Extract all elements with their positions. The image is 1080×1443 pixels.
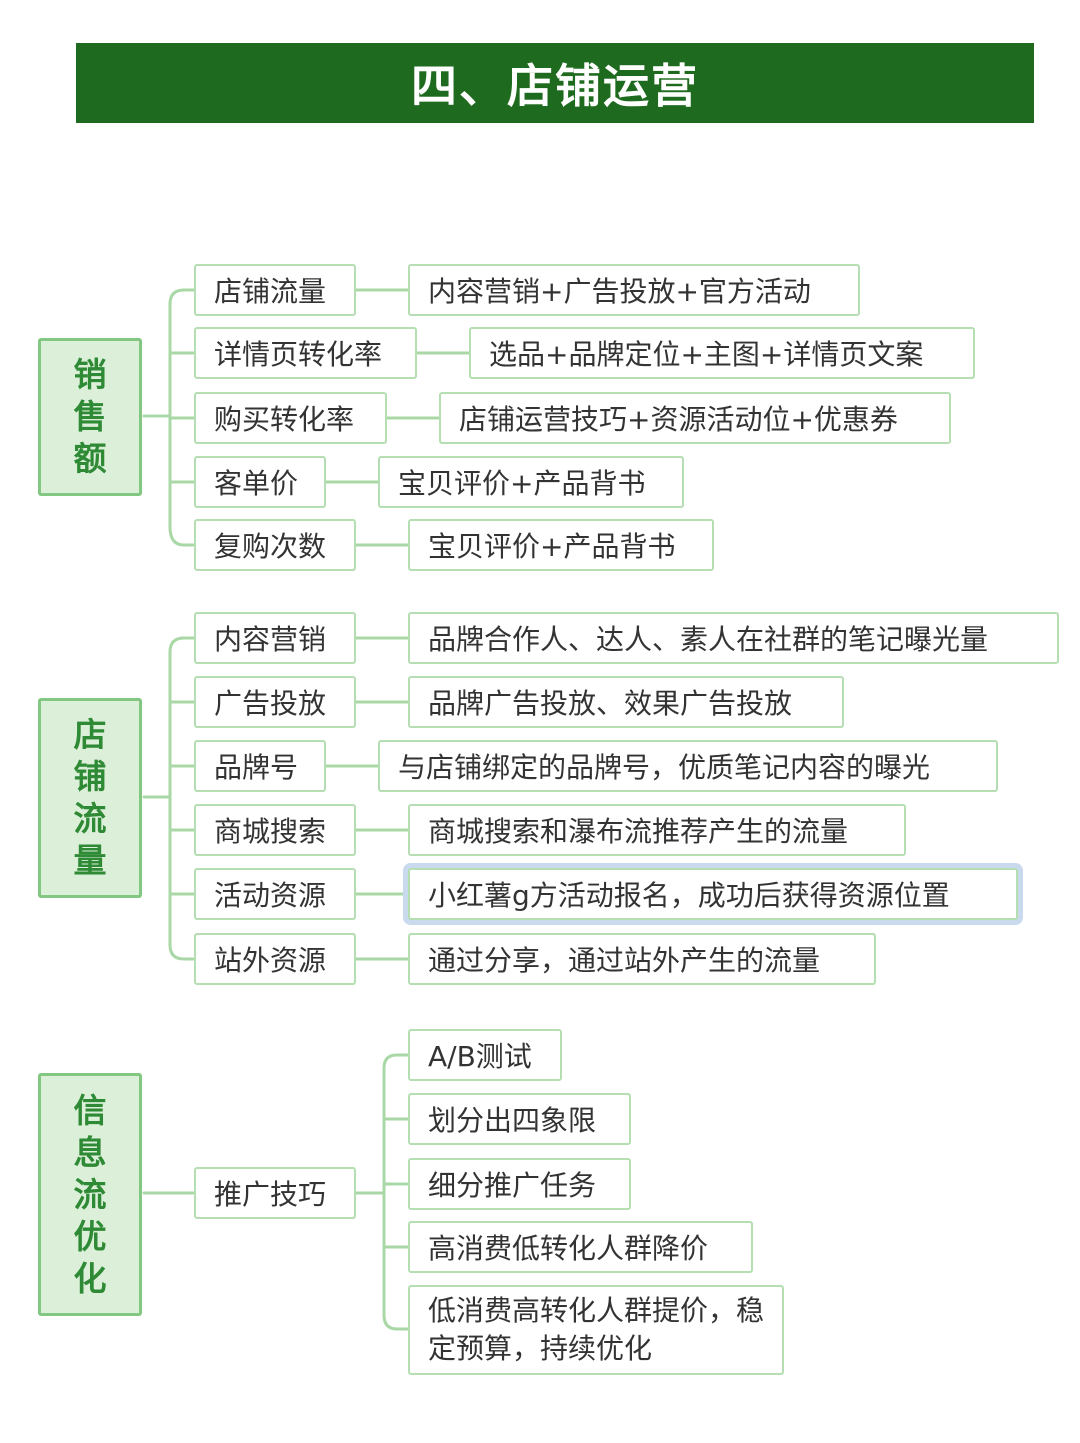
detail-label: 小红薯g方活动报名，成功后获得资源位置: [428, 879, 950, 912]
root-node-store-traffic[interactable]: 店铺流量: [38, 698, 142, 898]
detail-node[interactable]: 宝贝评价+产品背书: [408, 519, 714, 571]
branch-node[interactable]: 站外资源: [194, 933, 356, 985]
branch-node[interactable]: 商城搜索: [194, 804, 356, 856]
branch-label: 推广技巧: [214, 1178, 327, 1211]
page-title-banner: 四、店铺运营: [76, 43, 1034, 123]
child-node[interactable]: 高消费低转化人群降价: [408, 1221, 753, 1273]
branch-label: 品牌号: [214, 751, 299, 784]
branch-label: 复购次数: [214, 530, 327, 563]
detail-label: 与店铺绑定的品牌号，优质笔记内容的曝光: [398, 751, 931, 784]
connector: [382, 1313, 410, 1331]
detail-label: 店铺运营技巧+资源活动位+优惠券: [459, 403, 898, 436]
child-label: 划分出四象限: [428, 1104, 597, 1137]
branch-node[interactable]: 广告投放: [194, 676, 356, 728]
connector: [168, 943, 196, 961]
connector: [168, 525, 196, 547]
branch-node[interactable]: 详情页转化率: [194, 327, 417, 379]
detail-node[interactable]: 品牌广告投放、效果广告投放: [408, 676, 844, 728]
branch-label: 店铺流量: [214, 275, 327, 308]
detail-node[interactable]: 选品+品牌定位+主图+详情页文案: [469, 327, 975, 379]
root-label: 信息流优化: [73, 1090, 107, 1298]
root-label: 销售额: [73, 355, 107, 478]
branch-label: 活动资源: [214, 879, 327, 912]
detail-node[interactable]: 店铺运营技巧+资源活动位+优惠券: [439, 392, 951, 444]
detail-label: 品牌广告投放、效果广告投放: [428, 687, 793, 720]
detail-label: 商城搜索和瀑布流推荐产生的流量: [428, 815, 849, 848]
child-label: 低消费高转化人群提价，稳定预算，持续优化: [428, 1294, 765, 1365]
detail-label: 通过分享，通过站外产生的流量: [428, 944, 821, 977]
branch-node[interactable]: 客单价: [194, 456, 326, 508]
branch-label: 客单价: [214, 467, 299, 500]
connector: [382, 1053, 410, 1070]
branch-node[interactable]: 品牌号: [194, 740, 326, 792]
root-node-sales[interactable]: 销售额: [38, 338, 142, 496]
detail-node[interactable]: 通过分享，通过站外产生的流量: [408, 933, 876, 985]
branch-label: 广告投放: [214, 687, 327, 720]
branch-label: 内容营销: [214, 623, 327, 656]
child-node[interactable]: 细分推广任务: [408, 1158, 631, 1210]
child-node[interactable]: A/B测试: [408, 1029, 562, 1081]
child-label: 高消费低转化人群降价: [428, 1232, 709, 1265]
detail-label: 宝贝评价+产品背书: [428, 530, 676, 563]
detail-node[interactable]: 品牌合作人、达人、素人在社群的笔记曝光量: [408, 612, 1059, 664]
root-label: 店铺流量: [73, 715, 107, 880]
detail-node-selected[interactable]: 小红薯g方活动报名，成功后获得资源位置: [408, 868, 1018, 920]
detail-node[interactable]: 与店铺绑定的品牌号，优质笔记内容的曝光: [378, 740, 998, 792]
branch-label: 详情页转化率: [214, 338, 383, 371]
detail-node[interactable]: 内容营销+广告投放+官方活动: [408, 264, 860, 316]
branch-node[interactable]: 店铺流量: [194, 264, 356, 316]
detail-node[interactable]: 商城搜索和瀑布流推荐产生的流量: [408, 804, 906, 856]
branch-label: 购买转化率: [214, 403, 355, 436]
child-label: 细分推广任务: [428, 1169, 597, 1202]
detail-node[interactable]: 宝贝评价+产品背书: [378, 456, 684, 508]
connector: [168, 636, 196, 654]
root-node-feed-optimization[interactable]: 信息流优化: [38, 1073, 142, 1316]
child-label: A/B测试: [428, 1040, 532, 1073]
branch-node[interactable]: 购买转化率: [194, 392, 387, 444]
child-node[interactable]: 低消费高转化人群提价，稳定预算，持续优化: [408, 1285, 784, 1375]
detail-label: 内容营销+广告投放+官方活动: [428, 275, 811, 308]
branch-label: 站外资源: [214, 944, 327, 977]
branch-label: 商城搜索: [214, 815, 327, 848]
child-node[interactable]: 划分出四象限: [408, 1093, 631, 1145]
page-title: 四、店铺运营: [411, 59, 699, 113]
detail-label: 选品+品牌定位+主图+详情页文案: [489, 338, 924, 371]
branch-node[interactable]: 推广技巧: [194, 1167, 356, 1219]
branch-node[interactable]: 内容营销: [194, 612, 356, 664]
detail-label: 宝贝评价+产品背书: [398, 467, 646, 500]
branch-node[interactable]: 活动资源: [194, 868, 356, 920]
detail-label: 品牌合作人、达人、素人在社群的笔记曝光量: [428, 623, 989, 656]
connector: [168, 288, 196, 306]
branch-node[interactable]: 复购次数: [194, 519, 356, 571]
